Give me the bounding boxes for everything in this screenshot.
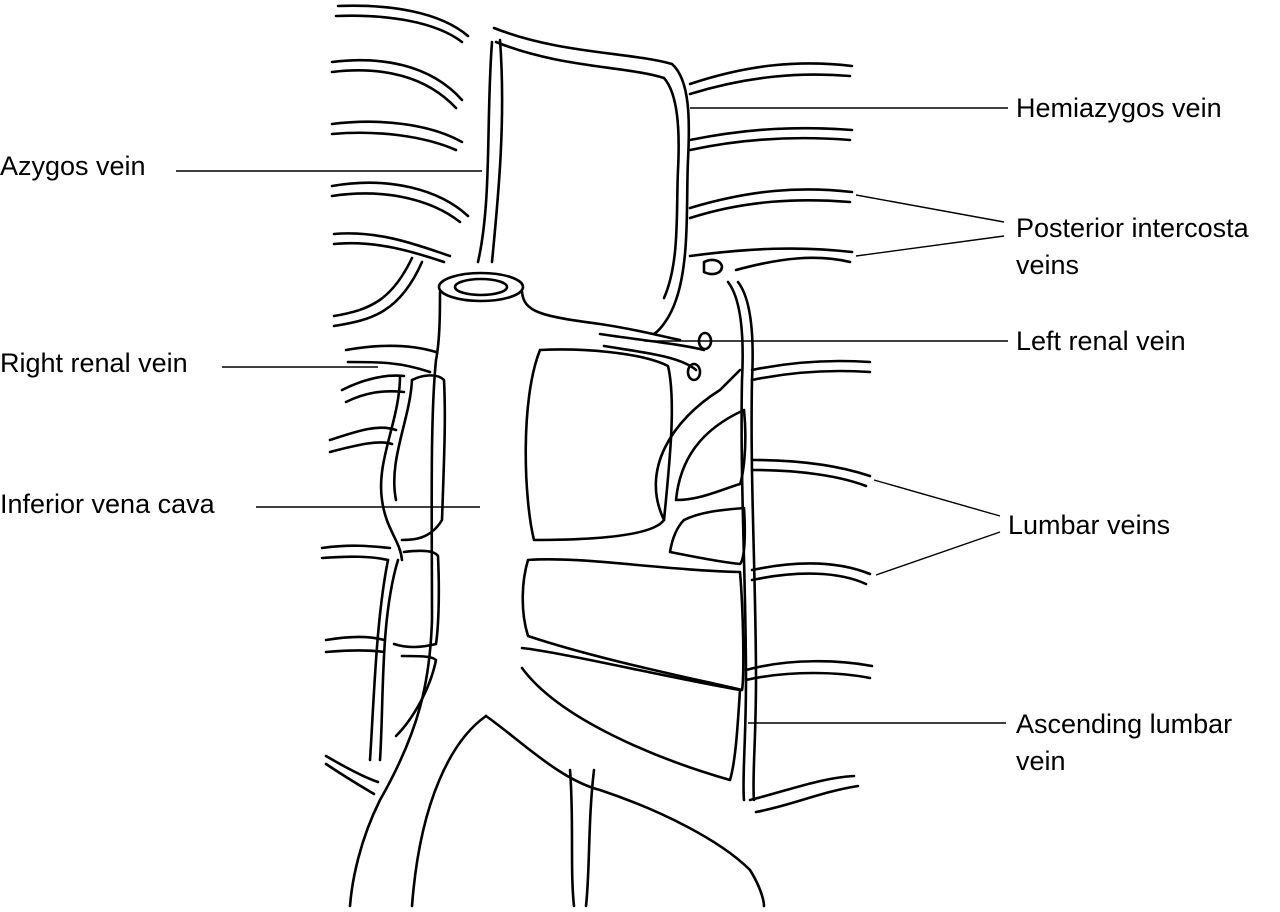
leader-intercostal-1 [855,194,1005,223]
label-leader-lines [176,107,1008,724]
label-hemiazygos-vein: Hemiazygos vein [1016,93,1222,123]
label-ascending-lumbar-line-1: Ascending lumbar [1016,709,1233,739]
label-posterior-intercostal-line-1: Posterior intercosta [1016,213,1249,243]
leader-lumbar-1 [873,479,1001,517]
label-posterior-intercostal-line-2: veins [1016,250,1080,280]
label-right-renal-vein: Right renal vein [0,348,188,378]
label-posterior-intercostal-veins: Posterior intercosta veins [1016,210,1249,284]
label-inferior-vena-cava: Inferior vena cava [0,489,215,519]
label-azygos-vein: Azygos vein [0,151,146,181]
label-lumbar-veins: Lumbar veins [1008,510,1171,540]
leader-lumbar-2 [875,531,1001,576]
leader-intercostal-2 [855,235,1005,257]
label-left-renal-vein: Left renal vein [1016,326,1186,356]
label-ascending-lumbar-vein: Ascending lumbar vein [1016,706,1232,780]
vein-drawing [320,4,874,908]
label-ascending-lumbar-line-2: vein [1016,746,1066,776]
